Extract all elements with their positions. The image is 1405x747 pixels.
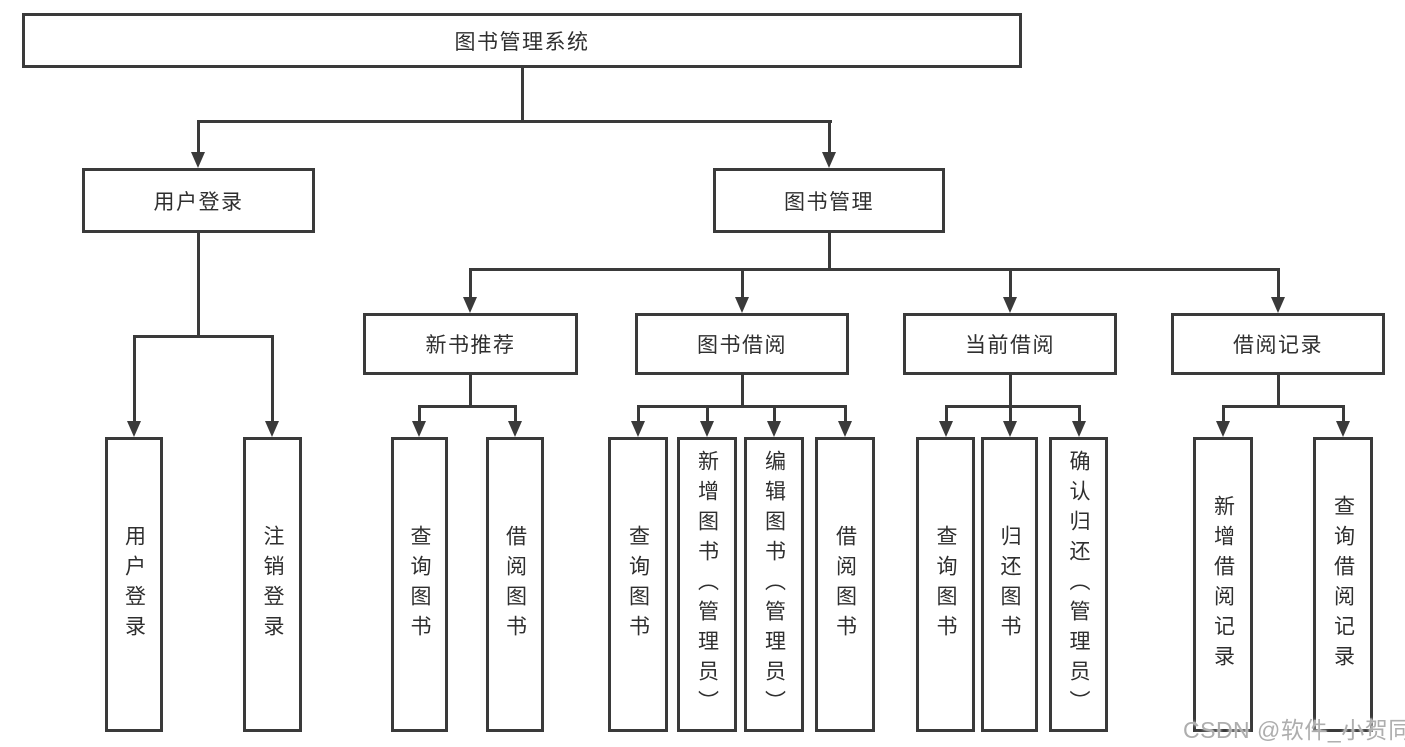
connector-line — [469, 268, 472, 299]
arrowhead-icon — [508, 421, 522, 437]
connector-line — [197, 233, 200, 336]
connector-line — [197, 120, 200, 154]
arrowhead-icon — [191, 152, 205, 168]
connector-line — [418, 405, 517, 408]
connector-line — [1222, 405, 1345, 408]
connector-line — [1078, 405, 1081, 423]
connector-line — [1009, 405, 1012, 423]
arrowhead-icon — [735, 297, 749, 313]
connector-line — [637, 405, 847, 408]
connector-line — [1009, 375, 1012, 406]
connector-line — [706, 405, 709, 423]
arrowhead-icon — [767, 421, 781, 437]
leaf-edit-books-admin: 编辑图书（管理员） — [744, 437, 804, 732]
connector-line — [514, 405, 517, 423]
connector-line — [1277, 268, 1280, 299]
node-book-borrowing: 图书借阅 — [635, 313, 849, 375]
arrowhead-icon — [700, 421, 714, 437]
leaf-borrow-books-borrowing: 借阅图书 — [815, 437, 875, 732]
arrowhead-icon — [1271, 297, 1285, 313]
connector-line — [133, 335, 274, 338]
connector-line — [197, 120, 832, 123]
connector-line — [469, 375, 472, 406]
node-book-management: 图书管理 — [713, 168, 945, 233]
arrowhead-icon — [412, 421, 426, 437]
connector-line — [1009, 268, 1012, 299]
connector-line — [418, 405, 421, 423]
connector-line — [844, 405, 847, 423]
arrowhead-icon — [939, 421, 953, 437]
connector-line — [741, 268, 744, 299]
connector-line — [1342, 405, 1345, 423]
connector-line — [945, 405, 948, 423]
leaf-query-borrow-record: 查询借阅记录 — [1313, 437, 1373, 732]
arrowhead-icon — [1003, 297, 1017, 313]
connector-line — [469, 268, 1280, 271]
node-borrowing-records: 借阅记录 — [1171, 313, 1385, 375]
connector-line — [828, 120, 831, 154]
connector-line — [521, 68, 524, 121]
connector-line — [133, 335, 136, 423]
leaf-add-books-admin: 新增图书（管理员） — [677, 437, 737, 732]
connector-line — [773, 405, 776, 423]
connector-line — [1277, 375, 1280, 406]
connector-line — [271, 335, 274, 423]
leaf-return-books: 归还图书 — [981, 437, 1038, 732]
node-new-book-recommendation: 新书推荐 — [363, 313, 578, 375]
arrowhead-icon — [265, 421, 279, 437]
arrowhead-icon — [1003, 421, 1017, 437]
leaf-query-books-borrowing: 查询图书 — [608, 437, 668, 732]
arrowhead-icon — [463, 297, 477, 313]
leaf-confirm-return-admin: 确认归还（管理员） — [1049, 437, 1108, 732]
arrowhead-icon — [822, 152, 836, 168]
arrowhead-icon — [1216, 421, 1230, 437]
arrowhead-icon — [1336, 421, 1350, 437]
leaf-query-books-current: 查询图书 — [916, 437, 975, 732]
arrowhead-icon — [631, 421, 645, 437]
connector-line — [637, 405, 640, 423]
watermark: CSDN @软件_小贺同学 — [1183, 717, 1405, 743]
node-current-borrowing: 当前借阅 — [903, 313, 1117, 375]
connector-line — [828, 233, 831, 269]
leaf-logout: 注销登录 — [243, 437, 302, 732]
leaf-borrow-books-recommend: 借阅图书 — [486, 437, 544, 732]
node-user-login: 用户登录 — [82, 168, 315, 233]
connector-line — [1222, 405, 1225, 423]
node-book-management-system: 图书管理系统 — [22, 13, 1022, 68]
arrowhead-icon — [1072, 421, 1086, 437]
connector-line — [945, 405, 1081, 408]
leaf-add-borrow-record: 新增借阅记录 — [1193, 437, 1253, 732]
leaf-user-login: 用户登录 — [105, 437, 163, 732]
arrowhead-icon — [127, 421, 141, 437]
leaf-query-books-recommend: 查询图书 — [391, 437, 448, 732]
arrowhead-icon — [838, 421, 852, 437]
connector-line — [741, 375, 744, 406]
